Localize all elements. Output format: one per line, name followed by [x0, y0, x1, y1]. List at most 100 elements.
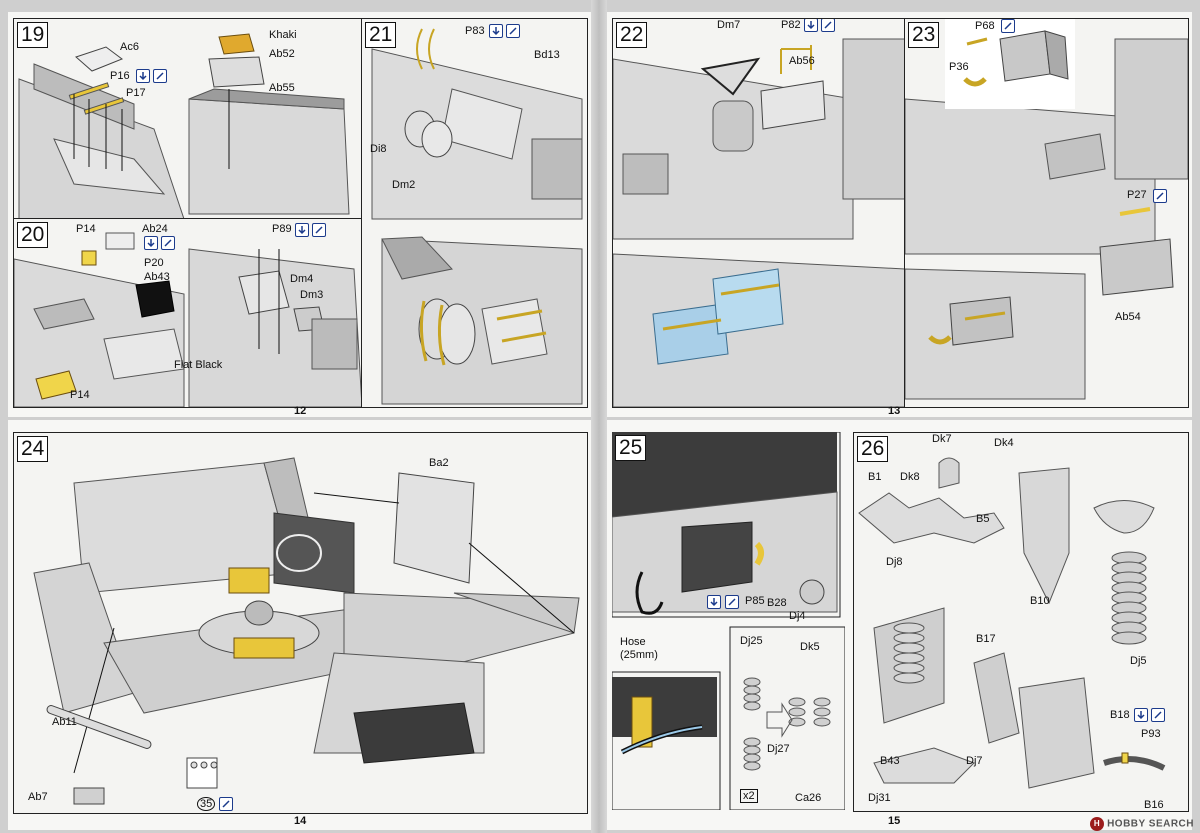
label-dj8: Dj8 [886, 556, 903, 568]
label-ab24: Ab24 [142, 223, 168, 235]
step-24-illustration [33, 457, 580, 805]
label-p27: P27 [1127, 189, 1147, 201]
label-dk8: Dk8 [900, 471, 920, 483]
label-dj7: Dj7 [966, 755, 983, 767]
step-21-illustration [371, 28, 583, 405]
label-x2: x2 [740, 789, 758, 803]
step-number: 24 [17, 436, 49, 462]
tool-icon [219, 797, 233, 811]
label-ac6: Ac6 [120, 41, 139, 53]
tool-icon [1001, 19, 1015, 33]
step-20-panel: 20 P14 Ab24 P20 Ab43 Flat Black P14 P89 … [13, 218, 363, 408]
label-ab52: Ab52 [269, 48, 295, 60]
label-p68: P68 [975, 20, 995, 32]
step-24-panel: 24 Ba2 Ab11 Ab7 35 [13, 432, 588, 814]
label-b43: B43 [880, 755, 900, 767]
label-p89: P89 [272, 223, 292, 235]
label-p14-b: P14 [70, 389, 90, 401]
glue-icon [295, 223, 309, 237]
label-di8: Di8 [370, 143, 387, 155]
label-dj27: Dj27 [767, 743, 790, 755]
label-flat-black: Flat Black [174, 359, 223, 371]
label-dm7: Dm7 [717, 19, 741, 31]
label-b16: B16 [1144, 799, 1164, 811]
step-21-panel: 21 P83 Bd13 Di8 Dm2 [361, 18, 588, 408]
label-35: 35 [197, 797, 216, 811]
tool-icon [1151, 708, 1165, 722]
page-number-15: 15 [888, 815, 901, 827]
label-dj5: Dj5 [1130, 655, 1147, 667]
step-22-panel: 22 Dm7 P82 Ab56 [612, 18, 906, 408]
step-25-panel: 25 P85 B28 Dj4 Hose (25mm) Dj25 Dk5 Dj27… [612, 432, 845, 810]
glue-icon [489, 24, 503, 38]
label-dj4: Dj4 [789, 610, 806, 622]
center-gutter [591, 0, 607, 833]
label-p82: P82 [781, 19, 801, 31]
label-khaki: Khaki [269, 29, 297, 41]
tool-icon [725, 595, 739, 609]
label-dm4: Dm4 [290, 273, 314, 285]
hobby-search-logo-icon: H [1090, 817, 1105, 831]
label-dm3: Dm3 [300, 289, 324, 301]
label-b10: B10 [1030, 595, 1050, 607]
label-p17: P17 [126, 87, 146, 99]
label-ab56: Ab56 [789, 55, 815, 67]
tool-icon [506, 24, 520, 38]
label-ab7: Ab7 [28, 791, 48, 803]
label-dj31: Dj31 [868, 792, 891, 804]
label-dm2: Dm2 [392, 179, 416, 191]
label-hose-size: (25mm) [620, 649, 658, 661]
glue-icon [136, 69, 150, 83]
step-number: 21 [365, 22, 397, 48]
step-20-illustration [14, 232, 362, 407]
label-p83: P83 [465, 25, 485, 37]
label-b18: B18 [1110, 709, 1130, 721]
label-p36: P36 [949, 61, 969, 73]
glue-icon [804, 19, 818, 32]
step-number: 19 [17, 22, 49, 48]
label-b17: B17 [976, 633, 996, 645]
glue-icon [144, 236, 158, 250]
tool-icon [821, 19, 835, 32]
step-19-panel: 19 Ac6 P16 P17 Khaki Ab52 Ab55 [13, 18, 363, 220]
label-p85: P85 [745, 595, 765, 607]
step-number: 23 [908, 22, 940, 48]
label-dk5: Dk5 [800, 641, 820, 653]
step-26-illustration [858, 457, 1166, 789]
label-dk7: Dk7 [932, 433, 952, 445]
step-23-illustration [905, 19, 1188, 400]
step-22-illustration [613, 38, 905, 407]
page-number-14: 14 [294, 815, 307, 827]
label-bd13: Bd13 [534, 49, 560, 61]
page-number-12: 12 [294, 405, 307, 417]
step-number: 20 [17, 222, 49, 248]
tool-icon [161, 236, 175, 250]
label-dk4: Dk4 [994, 437, 1014, 449]
step-number: 26 [857, 436, 889, 462]
label-p93: P93 [1141, 728, 1161, 740]
label-ab43: Ab43 [144, 271, 170, 283]
tool-icon [312, 223, 326, 237]
label-b5: B5 [976, 513, 990, 525]
label-p20: P20 [144, 257, 164, 269]
watermark-text: HOBBY SEARCH [1107, 818, 1194, 830]
step-number: 22 [616, 22, 648, 48]
step-19-illustration [18, 33, 350, 219]
step-number: 25 [615, 435, 647, 461]
label-p14: P14 [76, 223, 96, 235]
step-25-illustration [612, 432, 845, 810]
label-b28: B28 [767, 597, 787, 609]
label-ba2: Ba2 [429, 457, 449, 469]
label-ab54: Ab54 [1115, 311, 1141, 323]
glue-icon [707, 595, 721, 609]
label-ab55: Ab55 [269, 82, 295, 94]
label-b1: B1 [868, 471, 882, 483]
page-number-13: 13 [888, 405, 901, 417]
step-26-panel: 26 Dk7 Dk4 B1 Dk8 B5 Dj8 B10 B17 Dj5 B18… [853, 432, 1189, 812]
label-ab11: Ab11 [52, 716, 77, 728]
glue-icon [1134, 708, 1148, 722]
label-ca26: Ca26 [795, 792, 822, 804]
tool-icon [153, 69, 167, 83]
tool-icon [1153, 189, 1167, 203]
